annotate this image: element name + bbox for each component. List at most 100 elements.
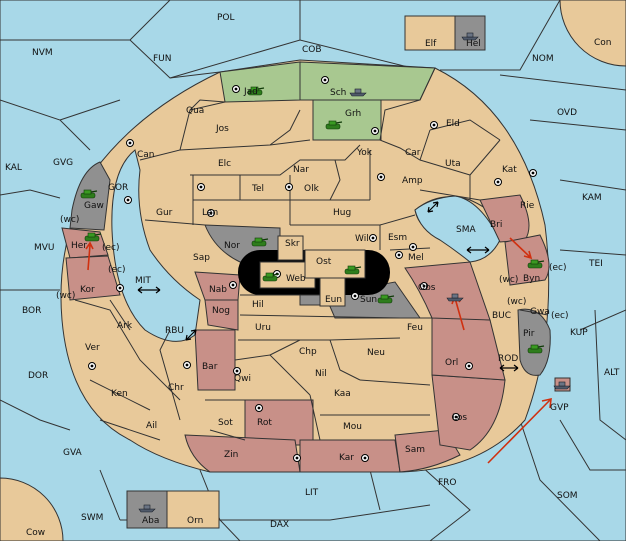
svg-text:(ec): (ec)	[551, 311, 569, 321]
svg-text:(wc): (wc)	[60, 215, 79, 225]
svg-text:Nar: Nar	[293, 165, 309, 175]
svg-text:GVG: GVG	[53, 158, 73, 168]
region-obs[interactable]	[404, 261, 491, 321]
svg-text:Rie: Rie	[520, 201, 535, 211]
svg-text:Sam: Sam	[405, 445, 425, 455]
svg-text:Byn: Byn	[523, 274, 540, 284]
svg-text:FUN: FUN	[153, 54, 172, 64]
svg-text:DAX: DAX	[270, 520, 289, 530]
svg-text:Her: Her	[71, 241, 87, 251]
svg-text:MVU: MVU	[34, 243, 55, 253]
region-zin[interactable]	[184, 434, 301, 473]
svg-text:Bar: Bar	[202, 362, 218, 372]
svg-text:Bri: Bri	[490, 220, 502, 230]
svg-text:Chr: Chr	[168, 383, 184, 393]
svg-text:DOR: DOR	[28, 371, 48, 381]
region-grh[interactable]	[312, 99, 382, 141]
svg-text:Lan: Lan	[202, 208, 218, 218]
svg-text:Chp: Chp	[299, 347, 317, 357]
svg-text:Qua: Qua	[186, 106, 204, 116]
svg-text:Rot: Rot	[257, 418, 272, 428]
land-borders	[74, 67, 501, 441]
svg-text:Gaw: Gaw	[84, 201, 104, 211]
region-bar[interactable]	[194, 329, 236, 391]
region-nog[interactable]	[204, 299, 239, 331]
svg-text:Wil: Wil	[355, 234, 369, 244]
svg-text:Kaa: Kaa	[334, 389, 351, 399]
region-sch[interactable]	[299, 61, 436, 101]
svg-text:COB: COB	[302, 45, 322, 55]
svg-text:Esm: Esm	[388, 233, 407, 243]
svg-text:Pir: Pir	[523, 329, 535, 339]
svg-text:Hil: Hil	[252, 300, 264, 310]
svg-text:LIT: LIT	[305, 488, 319, 498]
svg-text:SMA: SMA	[456, 225, 476, 235]
svg-text:Uta: Uta	[445, 159, 461, 169]
svg-text:SOM: SOM	[557, 491, 578, 501]
region-skr[interactable]	[277, 235, 304, 261]
svg-text:Uru: Uru	[255, 323, 271, 333]
svg-text:Mel: Mel	[408, 253, 424, 263]
pir-gwa-border	[519, 309, 549, 316]
svg-text:Gur: Gur	[156, 208, 173, 218]
region-byn[interactable]	[504, 234, 550, 286]
svg-text:(ec): (ec)	[549, 263, 567, 273]
svg-text:Los: Los	[452, 413, 467, 423]
region-elf[interactable]	[404, 15, 456, 51]
svg-text:POL: POL	[217, 13, 235, 23]
svg-text:NOM: NOM	[532, 54, 554, 64]
region-ost[interactable]	[304, 249, 366, 279]
svg-text:KAM: KAM	[582, 193, 602, 203]
region-orn[interactable]	[166, 490, 220, 529]
svg-text:(ec): (ec)	[102, 243, 120, 253]
svg-text:SWM: SWM	[81, 513, 103, 523]
svg-text:Eun: Eun	[325, 295, 342, 305]
region-her[interactable]	[61, 227, 109, 259]
svg-text:(wc): (wc)	[507, 297, 526, 307]
svg-text:ALT: ALT	[604, 368, 620, 378]
svg-text:FRO: FRO	[438, 478, 457, 488]
svg-text:ROD: ROD	[498, 354, 518, 364]
svg-text:Ark: Ark	[117, 321, 133, 331]
svg-text:Orl: Orl	[445, 358, 458, 368]
svg-text:Olk: Olk	[304, 184, 320, 194]
svg-text:BOR: BOR	[22, 306, 41, 316]
svg-text:Sun: Sun	[360, 295, 377, 305]
region-kor[interactable]	[65, 255, 121, 301]
svg-text:Sap: Sap	[193, 253, 210, 263]
svg-text:Aba: Aba	[142, 516, 159, 526]
svg-text:(wc): (wc)	[56, 291, 75, 301]
svg-text:Gwa: Gwa	[530, 307, 550, 317]
svg-text:Obs: Obs	[418, 283, 436, 293]
svg-text:GVA: GVA	[63, 448, 83, 458]
svg-text:Sch: Sch	[330, 88, 346, 98]
svg-text:Yok: Yok	[356, 148, 373, 158]
svg-text:(ec): (ec)	[108, 265, 126, 275]
svg-text:Elf: Elf	[425, 39, 437, 49]
svg-text:Amp: Amp	[402, 176, 423, 186]
svg-text:Zin: Zin	[224, 450, 238, 460]
svg-text:Grh: Grh	[345, 109, 361, 119]
region-cow[interactable]	[0, 477, 64, 541]
svg-text:Ken: Ken	[111, 389, 128, 399]
svg-text:Con: Con	[594, 38, 612, 48]
svg-text:Elc: Elc	[218, 159, 231, 169]
svg-text:GOR: GOR	[108, 183, 128, 193]
svg-text:Kar: Kar	[339, 453, 354, 463]
svg-text:Orn: Orn	[187, 516, 203, 526]
region-eun[interactable]	[319, 277, 346, 307]
svg-text:Qwi: Qwi	[234, 374, 251, 384]
svg-text:Eld: Eld	[446, 119, 460, 129]
labels: POL COB NVM FUN Con NOM OVD KAL GVG KAM …	[5, 13, 620, 538]
svg-text:Nor: Nor	[224, 241, 240, 251]
region-con[interactable]	[559, 0, 626, 67]
svg-text:GVP: GVP	[550, 403, 569, 413]
svg-text:Nil: Nil	[315, 369, 327, 379]
inner-channel	[414, 195, 501, 263]
svg-text:Nab: Nab	[209, 285, 227, 295]
svg-text:OVD: OVD	[557, 108, 577, 118]
region-los[interactable]	[431, 374, 506, 451]
svg-text:Jad: Jad	[243, 87, 258, 97]
